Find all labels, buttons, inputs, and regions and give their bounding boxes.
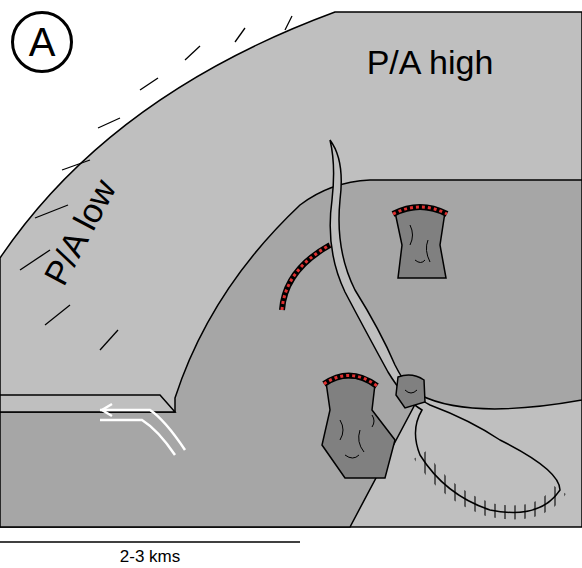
panel-letter: A bbox=[29, 22, 56, 62]
slope-fan bbox=[0, 12, 582, 527]
circled-letter: A bbox=[11, 11, 73, 73]
block-texture bbox=[340, 225, 430, 458]
head-scarps bbox=[282, 207, 447, 386]
slump-blocks bbox=[322, 209, 446, 478]
lobe-ticks bbox=[420, 455, 560, 513]
zone-label: P/A high bbox=[367, 45, 494, 79]
thrust-lines bbox=[100, 404, 185, 455]
scale-bar bbox=[0, 541, 300, 543]
scale-label: 2-3 kms bbox=[120, 548, 180, 565]
